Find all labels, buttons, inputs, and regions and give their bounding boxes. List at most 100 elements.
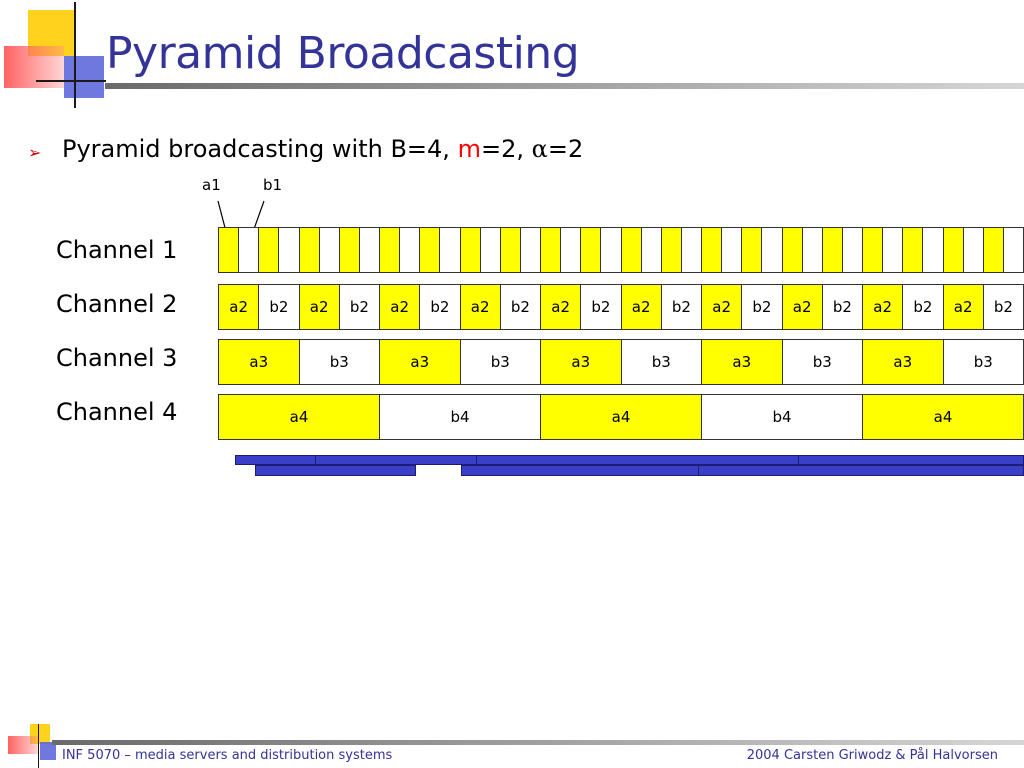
channel-segment: a2: [943, 285, 984, 329]
channel-segment: a2: [541, 285, 582, 329]
channel-segment: b2: [983, 285, 1023, 329]
channel-segment: [420, 228, 441, 272]
channel-segment: a2: [380, 285, 421, 329]
channel-segment: a3: [702, 340, 783, 384]
bar-divider: [315, 455, 316, 465]
channel-segment: [219, 228, 240, 272]
bullet-prefix: Pyramid broadcasting with B=4,: [62, 135, 458, 163]
channel-segment: [359, 228, 380, 272]
channel-segment: [239, 228, 260, 272]
channel-segment: b4: [380, 395, 541, 439]
channel-segment: b2: [339, 285, 380, 329]
channel-segment: b3: [460, 340, 541, 384]
channel-segment: b4: [702, 395, 863, 439]
channel-segment: [863, 228, 884, 272]
channel-1-label: Channel 1: [56, 236, 178, 264]
channel-segment: a2: [460, 285, 501, 329]
bar-divider: [698, 465, 699, 476]
channel-segment: [802, 228, 823, 272]
channel-segment: [983, 228, 1004, 272]
channel-segment: [621, 228, 642, 272]
playback-bar-upper: [235, 455, 1024, 465]
channel-segment: a3: [541, 340, 622, 384]
channel-segment: [541, 228, 562, 272]
channel-segment: a2: [299, 285, 340, 329]
channel-segment: a2: [219, 285, 260, 329]
channel-segment: a2: [621, 285, 662, 329]
channel-segment: [681, 228, 702, 272]
m-variable: m: [457, 135, 481, 163]
footer-logo-blue: [40, 742, 56, 760]
channel-segment: [279, 228, 300, 272]
channel-segment: [480, 228, 501, 272]
footer-course: INF 5070 – media servers and distributio…: [62, 748, 393, 763]
bullet-text: Pyramid broadcasting with B=4, m=2, α=2: [62, 135, 583, 163]
channel-segment: a3: [863, 340, 944, 384]
channel-segment: b2: [500, 285, 541, 329]
channel-segment: [460, 228, 481, 272]
logo-vertical-line: [74, 2, 76, 108]
slide-title: Pyramid Broadcasting: [106, 28, 580, 79]
channel-segment: [641, 228, 662, 272]
channel-segment: b3: [299, 340, 380, 384]
channel-segment: a4: [541, 395, 702, 439]
channel-segment: [782, 228, 803, 272]
channel-segment: [722, 228, 743, 272]
channel-3-label: Channel 3: [56, 344, 178, 372]
channel-segment: b2: [420, 285, 461, 329]
channel-segment: [742, 228, 763, 272]
channel-segment: b2: [903, 285, 944, 329]
channel-segment: b2: [259, 285, 300, 329]
channel-segment: a4: [863, 395, 1023, 439]
channel-segment: [943, 228, 964, 272]
channel-segment: [842, 228, 863, 272]
channel-segment: [581, 228, 602, 272]
logo-horizontal-line: [36, 80, 106, 82]
channel-segment: [380, 228, 401, 272]
channel-segment: [400, 228, 421, 272]
channel-segment: b2: [581, 285, 622, 329]
channel-segment: a2: [702, 285, 743, 329]
channel-4-label: Channel 4: [56, 398, 178, 426]
logo-blue-square: [64, 56, 104, 98]
channel-segment: [299, 228, 320, 272]
footer-logo-red: [8, 736, 38, 754]
channel-segment: b2: [822, 285, 863, 329]
footer-authors: 2004 Carsten Griwodz & Pål Halvorsen: [746, 748, 998, 763]
channel-segment: [923, 228, 944, 272]
footer-rule: [52, 740, 1024, 745]
channel-segment: [883, 228, 904, 272]
m-value: =2,: [480, 135, 532, 163]
channel-segment: b3: [782, 340, 863, 384]
channel-segment: [963, 228, 984, 272]
alpha-value: =2: [547, 135, 584, 163]
channel-segment: [319, 228, 340, 272]
channel-segment: [1003, 228, 1023, 272]
channel-1-row: [218, 227, 1024, 273]
alpha-symbol: α: [531, 135, 548, 163]
label-b1: b1: [263, 176, 283, 194]
bar-divider: [798, 455, 799, 465]
channel-segment: b2: [661, 285, 702, 329]
channel-segment: [822, 228, 843, 272]
footer-logo-line: [38, 724, 39, 768]
channel-segment: a4: [219, 395, 380, 439]
channel-segment: [702, 228, 723, 272]
channel-segment: [440, 228, 461, 272]
title-underline: [105, 83, 1024, 89]
bar-divider: [476, 455, 477, 465]
channel-segment: [601, 228, 622, 272]
channel-2-label: Channel 2: [56, 290, 178, 318]
bullet-arrow-icon: ➢: [28, 143, 42, 162]
channel-segment: [661, 228, 682, 272]
channel-segment: [762, 228, 783, 272]
channel-segment: a2: [782, 285, 823, 329]
playback-bar-lower-right: [461, 465, 1024, 476]
channel-segment: b2: [742, 285, 783, 329]
channel-segment: a3: [380, 340, 461, 384]
channel-segment: a2: [863, 285, 904, 329]
channel-segment: b3: [621, 340, 702, 384]
